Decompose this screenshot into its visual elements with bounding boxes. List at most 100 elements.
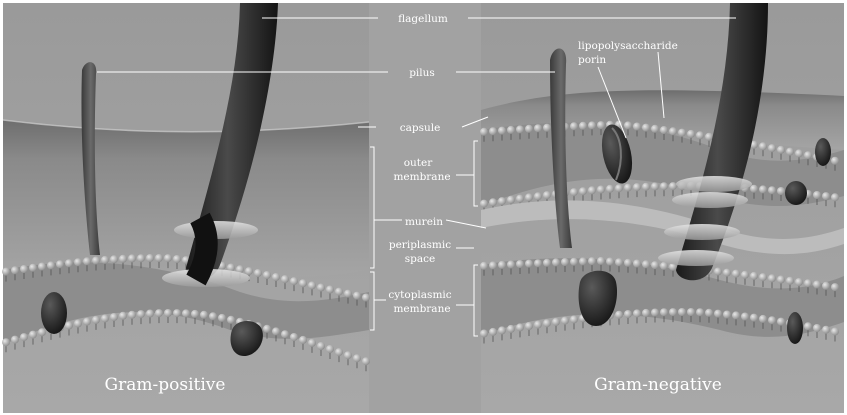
lipid-head bbox=[813, 324, 821, 332]
lipid-head bbox=[831, 193, 839, 201]
lipid-head bbox=[65, 322, 73, 330]
lipid-head bbox=[263, 325, 271, 333]
lipid-head bbox=[750, 185, 758, 193]
lipid-head bbox=[669, 308, 677, 316]
lipid-head bbox=[642, 183, 650, 191]
lipid-head bbox=[516, 260, 524, 268]
lipid-head bbox=[83, 257, 91, 265]
lipid-head bbox=[74, 320, 82, 328]
lipid-head bbox=[615, 258, 623, 266]
lipid-head bbox=[146, 310, 154, 318]
lipid-head bbox=[290, 333, 298, 341]
lipid-head bbox=[164, 254, 172, 262]
lipid-head bbox=[29, 331, 37, 339]
lipid-head bbox=[353, 354, 361, 362]
lipid-head bbox=[822, 282, 830, 290]
lipid-head bbox=[344, 351, 352, 359]
lipid-head bbox=[534, 124, 542, 132]
lipid-head bbox=[633, 123, 641, 131]
lipid-head bbox=[579, 122, 587, 130]
lipid-head bbox=[534, 321, 542, 329]
lipid-head bbox=[534, 192, 542, 200]
lipid-head bbox=[516, 125, 524, 133]
lipid-head bbox=[164, 309, 172, 317]
lipid-head bbox=[741, 313, 749, 321]
lipid-head bbox=[624, 184, 632, 192]
lipid-head bbox=[741, 271, 749, 279]
lipid-head bbox=[687, 130, 695, 138]
lipid-head bbox=[651, 125, 659, 133]
lipid-head bbox=[588, 121, 596, 129]
lipid-head bbox=[317, 284, 325, 292]
lipid-head bbox=[110, 313, 118, 321]
caption-gram-negative: Gram-negative bbox=[594, 375, 722, 395]
lipid-head bbox=[128, 311, 136, 319]
lipid-head bbox=[65, 259, 73, 267]
lipid-head bbox=[480, 330, 488, 338]
lipid-head bbox=[20, 265, 28, 273]
lipid-head bbox=[299, 279, 307, 287]
lipid-head bbox=[615, 184, 623, 192]
lipid-head bbox=[795, 278, 803, 286]
lipid-head bbox=[516, 323, 524, 331]
lipid-head bbox=[606, 258, 614, 266]
gp-capsule-layer bbox=[3, 120, 369, 277]
lipid-head bbox=[804, 279, 812, 287]
gn-inner-protein bbox=[787, 312, 803, 344]
lipid-head bbox=[714, 268, 722, 276]
lipid-head bbox=[651, 261, 659, 269]
lipid-head bbox=[326, 345, 334, 353]
lipid-head bbox=[732, 311, 740, 319]
lipid-head bbox=[119, 255, 127, 263]
lipid-head bbox=[777, 318, 785, 326]
lipid-head bbox=[606, 185, 614, 193]
lipid-head bbox=[768, 144, 776, 152]
lipid-head bbox=[335, 288, 343, 296]
label-cytoplasmic-line2: membrane bbox=[393, 303, 450, 315]
lipid-head bbox=[56, 260, 64, 268]
lipid-head bbox=[570, 315, 578, 323]
lipid-head bbox=[759, 185, 767, 193]
lipid-head bbox=[498, 197, 506, 205]
lipid-head bbox=[20, 333, 28, 341]
lipid-head bbox=[173, 255, 181, 263]
lipid-head bbox=[110, 255, 118, 263]
lipid-head bbox=[254, 269, 262, 277]
lipid-head bbox=[344, 290, 352, 298]
center-label-strip bbox=[369, 3, 481, 413]
lipid-head bbox=[489, 328, 497, 336]
lipid-head bbox=[2, 338, 10, 346]
lipid-head bbox=[92, 316, 100, 324]
lipid-head bbox=[651, 309, 659, 317]
lipid-head bbox=[308, 339, 316, 347]
lipid-head bbox=[624, 259, 632, 267]
lipid-head bbox=[272, 273, 280, 281]
label-pilus: pilus bbox=[409, 67, 435, 79]
lipid-head bbox=[200, 311, 208, 319]
lipid-head bbox=[642, 124, 650, 132]
lipid-head bbox=[660, 308, 668, 316]
lipid-head bbox=[669, 182, 677, 190]
label-outer-membrane-line2: membrane bbox=[393, 171, 450, 183]
lipid-head bbox=[507, 196, 515, 204]
lipid-head bbox=[678, 308, 686, 316]
lipid-head bbox=[543, 124, 551, 132]
caption-gram-positive: Gram-positive bbox=[105, 375, 226, 395]
lipid-head bbox=[101, 256, 109, 264]
label-capsule: capsule bbox=[400, 122, 441, 134]
lipid-head bbox=[777, 146, 785, 154]
lipid-head bbox=[750, 314, 758, 322]
lipid-head bbox=[128, 254, 136, 262]
lipid-head bbox=[173, 309, 181, 317]
lipid-head bbox=[669, 127, 677, 135]
lipid-head bbox=[660, 182, 668, 190]
lipid-head bbox=[813, 191, 821, 199]
lipid-head bbox=[272, 327, 280, 335]
lipid-head bbox=[308, 281, 316, 289]
lipid-head bbox=[92, 257, 100, 265]
lipid-head bbox=[362, 357, 370, 365]
gp-membrane-protein bbox=[41, 292, 67, 334]
lipid-head bbox=[705, 309, 713, 317]
lipid-head bbox=[768, 316, 776, 324]
lipid-head bbox=[822, 192, 830, 200]
